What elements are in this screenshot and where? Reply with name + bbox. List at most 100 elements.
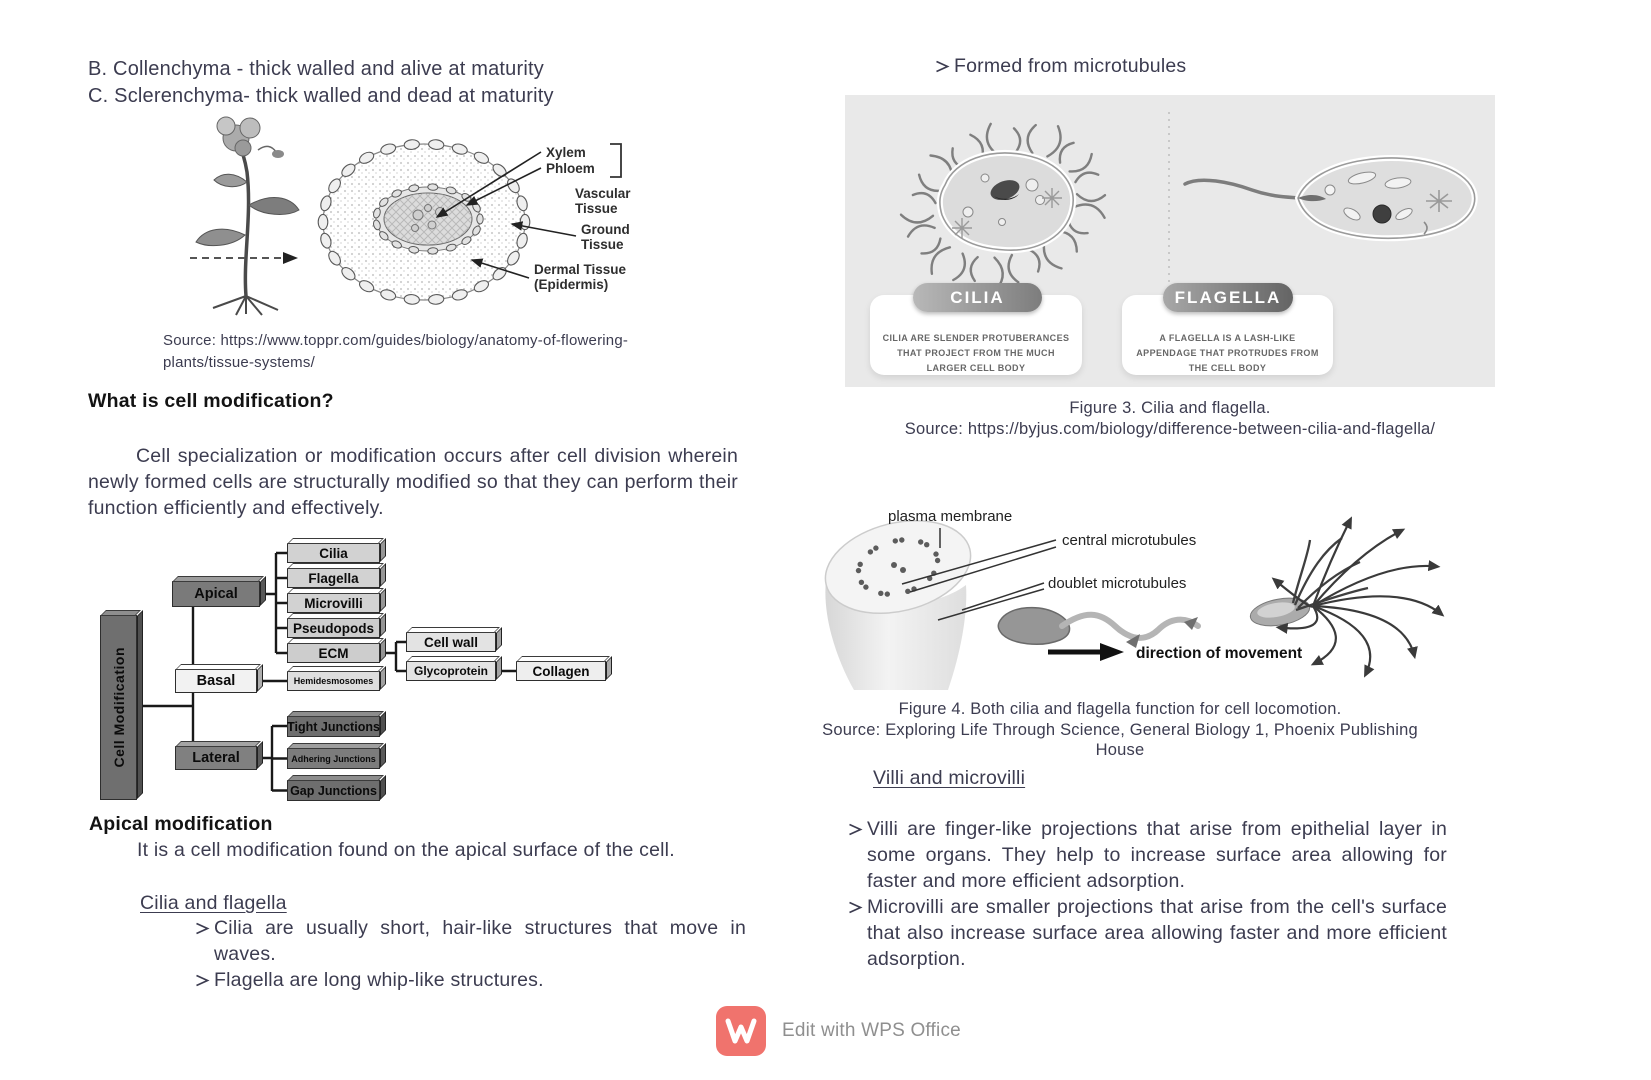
diagram-box-label: Basal: [196, 673, 236, 689]
diagram-box-label: Pseudopods: [292, 620, 374, 636]
label-dermal-2: (Epidermis): [534, 277, 608, 292]
cilia-title: CILIA: [950, 287, 1005, 307]
label-xylem: Xylem: [546, 145, 586, 160]
wps-button-label: Edit with WPS Office: [782, 1020, 961, 1041]
diagram-box-label: Cell Modification: [110, 647, 127, 768]
diagram-box-label: Cell wall: [423, 634, 479, 650]
plant-anatomy-figure: Xylem Phloem Vascular Tissue Ground Tiss…: [190, 116, 631, 316]
bullet-text: Cilia are usually short, hair-like struc…: [214, 917, 746, 965]
diagram-box-label: Lateral: [192, 750, 240, 766]
diagram-box-label: ECM: [318, 645, 349, 661]
rotating-flagellate-drawing: [1249, 516, 1445, 678]
apical-modification-body: It is a cell modification found on the a…: [137, 839, 675, 861]
flagella-description-card: A FLAGELLA IS A LASH-LIKE APPENDAGE THAT…: [1122, 295, 1333, 375]
wps-logo-icon: [716, 1006, 766, 1056]
cilia-cell-drawing: [899, 122, 1107, 291]
microtubules-bullet: Formed from microtubules: [930, 53, 1186, 79]
label-vascular-1: Vascular: [575, 186, 631, 201]
diagram-box-flagella: Flagella: [287, 568, 380, 588]
cilia-title-pill: CILIA: [913, 283, 1042, 312]
bullet-text: Flagella are long whip-like structures.: [214, 969, 544, 991]
label-ground-2: Tissue: [581, 237, 624, 252]
figure4-caption-text: Figure 4. Both cilia and flagella functi…: [898, 700, 1342, 718]
figure3-illustration: [899, 112, 1478, 352]
bullet-text: Formed from microtubules: [954, 55, 1187, 77]
diagram-box-lateral: Lateral: [175, 746, 257, 770]
diagram-box-label: Apical: [194, 586, 238, 602]
figure3-source: Source: https://byjus.com/biology/differ…: [904, 419, 1436, 438]
bullet-text: Microvilli are smaller projections that …: [867, 896, 1447, 970]
cell-modification-paragraph: Cell specialization or modification occu…: [88, 445, 738, 519]
diagram-box-glycoprotein: Glycoprotein: [406, 661, 496, 681]
diagram-box-cilia: Cilia: [287, 543, 380, 563]
diagram-box-adhering-junctions: Adhering Junctions: [287, 748, 380, 769]
label-plasma-membrane: plasma membrane: [888, 508, 1012, 525]
label-dermal-1: Dermal Tissue: [534, 262, 627, 277]
label-direction-of-movement: direction of movement: [1136, 645, 1302, 662]
diagram-box-cell-wall: Cell wall: [406, 632, 496, 652]
diagram-box-label: Adhering Junctions: [291, 753, 376, 764]
diagram-box-microvilli: Microvilli: [287, 593, 380, 613]
edit-with-wps-button[interactable]: Edit with WPS Office: [716, 1006, 961, 1056]
label-central-microtubules: central microtubules: [1062, 532, 1196, 549]
villi-bullets: Villi are finger-like projections that a…: [843, 816, 1447, 972]
diagram-box-label: Hemidesmosomes: [293, 676, 374, 686]
bullet-text: Villi are finger-like projections that a…: [867, 818, 1447, 892]
bullet-item: Flagella are long whip-like structures.: [190, 967, 746, 993]
direction-arrow: [1048, 643, 1124, 661]
label-vascular-2: Tissue: [575, 201, 618, 216]
cross-section-pointer-lines: [435, 143, 622, 279]
figure4-source: Source: Exploring Life Through Science, …: [822, 720, 1418, 760]
bullet-item: Cilia are usually short, hair-like struc…: [190, 915, 746, 967]
bullet-item: Microvilli are smaller projections that …: [843, 894, 1447, 972]
bullet-arrow-icon: [196, 974, 210, 987]
label-phloem: Phloem: [546, 161, 595, 176]
diagram-box-label: Microvilli: [304, 595, 363, 611]
figure4-illustration: plasma membrane central microtubules dou…: [824, 508, 1445, 690]
flagella-title: FLAGELLA: [1174, 287, 1282, 307]
flagella-description: A FLAGELLA IS A LASH-LIKE APPENDAGE THAT…: [1136, 333, 1319, 373]
bullet-arrow-icon: [196, 922, 210, 935]
heading-villi-microvilli: Villi and microvilli: [873, 767, 1026, 789]
label-doublet-microtubules: doublet microtubules: [1048, 575, 1186, 592]
swimming-flagellate-drawing: [997, 606, 1201, 648]
diagram-box-label: Flagella: [308, 570, 359, 586]
source-line-1: Source: https://www.toppr.com/guides/bio…: [163, 332, 629, 349]
diagram-box-gap-junctions: Gap Junctions: [287, 780, 380, 801]
figure3-caption: Figure 3. Cilia and flagella. Source: ht…: [845, 398, 1495, 439]
diagram-box-tight-junctions: Tight Junctions: [287, 716, 380, 737]
diagram-box-ecm: ECM: [287, 643, 380, 663]
flagella-title-pill: FLAGELLA: [1163, 283, 1293, 312]
figure3-caption-text: Figure 3. Cilia and flagella.: [1069, 399, 1271, 417]
bullet-arrow-icon: [849, 901, 863, 914]
figure4-caption: Figure 4. Both cilia and flagella functi…: [810, 699, 1430, 761]
diagram-box-label: Glycoprotein: [413, 664, 488, 678]
intro-lines: B. Collenchyma - thick walled and alive …: [88, 56, 554, 109]
diagram-box-basal: Basal: [175, 669, 257, 693]
source-line-2: plants/tissue-systems/: [163, 354, 315, 371]
bullet-arrow-icon: [936, 60, 950, 73]
diagram-box-pseudopods: Pseudopods: [287, 618, 380, 638]
diagram-box-label: Collagen: [532, 663, 590, 679]
diagram-box-label: Gap Junctions: [290, 783, 377, 798]
intro-line-sclerenchyma: C. Sclerenchyma- thick walled and dead a…: [88, 84, 554, 107]
cilium-cross-section-drawing: [824, 519, 972, 690]
diagram-box-cell-modification: Cell Modification: [100, 615, 137, 800]
stem-cross-section: [317, 139, 531, 305]
figure4-pointer-lines: [901, 528, 1057, 621]
diagram-box-label: Tight Junctions: [287, 719, 380, 734]
label-ground-1: Ground: [581, 222, 630, 237]
diagram-box-collagen: Collagen: [516, 661, 606, 681]
flagella-cell-drawing: [1183, 155, 1478, 242]
cilia-description: CILIA ARE SLENDER PROTUBERANCES THAT PRO…: [882, 333, 1070, 373]
heading-cell-modification: What is cell modification?: [88, 390, 334, 412]
subheading-cilia-and-flagella: Cilia and flagella: [140, 892, 287, 914]
bullet-arrow-icon: [849, 823, 863, 836]
plant-figure-source: Source: https://www.toppr.com/guides/bio…: [163, 330, 628, 374]
cilia-flagella-bullets: Cilia are usually short, hair-like struc…: [190, 915, 746, 993]
bullet-item: Villi are finger-like projections that a…: [843, 816, 1447, 894]
diagram-box-hemidesmosomes: Hemidesmosomes: [287, 671, 380, 691]
intro-line-collenchyma: B. Collenchyma - thick walled and alive …: [88, 58, 544, 80]
plant-sketch: [195, 116, 300, 316]
